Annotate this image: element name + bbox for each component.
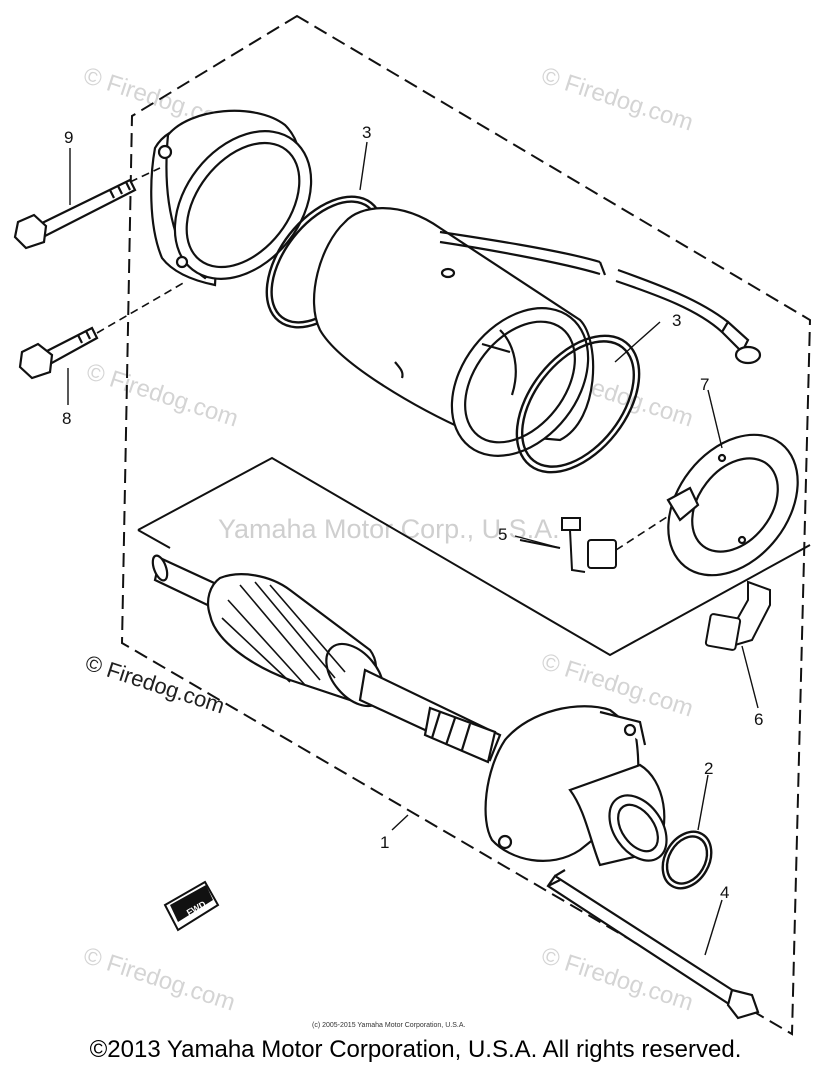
small-copyright: (c) 2005-2015 Yamaha Motor Corporation, … bbox=[312, 1022, 465, 1029]
armature bbox=[151, 554, 502, 764]
callout-labels: 9 8 3 3 7 5 6 2 4 1 bbox=[62, 123, 763, 902]
watermark-center-text: Yamaha Motor Corp., U.S.A. bbox=[218, 514, 560, 544]
bolt-9 bbox=[13, 178, 137, 250]
callout-3-upper: 3 bbox=[362, 123, 371, 142]
callout-leaders bbox=[67, 141, 759, 956]
motor-yoke bbox=[312, 207, 595, 457]
callout-1: 1 bbox=[380, 833, 389, 852]
callout-2: 2 bbox=[704, 759, 713, 778]
callout-6: 6 bbox=[754, 710, 763, 729]
o-ring-small bbox=[661, 830, 713, 890]
callout-5: 5 bbox=[498, 525, 507, 544]
callout-7: 7 bbox=[700, 375, 709, 394]
callout-9: 9 bbox=[64, 128, 73, 147]
rear-cover bbox=[484, 705, 668, 867]
watermark-left-text: © Firedog.com bbox=[82, 650, 227, 718]
brush-clip bbox=[704, 580, 771, 651]
front-cover bbox=[150, 109, 313, 287]
watermark-text: © Firedog.com bbox=[83, 358, 241, 432]
lead-wire bbox=[439, 230, 762, 365]
armature-group-bracket bbox=[137, 456, 811, 657]
footer-copyright: ©2013 Yamaha Motor Corporation, U.S.A. A… bbox=[89, 1036, 742, 1063]
bolt-8 bbox=[18, 326, 99, 380]
brush-holder-plate bbox=[666, 433, 799, 577]
o-ring-lower bbox=[515, 334, 641, 474]
assembly-boundary bbox=[120, 14, 812, 1036]
callout-4: 4 bbox=[720, 883, 729, 902]
fwd-badge: FWD bbox=[163, 880, 220, 932]
callout-3-lower: 3 bbox=[672, 311, 681, 330]
watermark-text: © Firedog.com bbox=[538, 62, 696, 136]
watermark-text: © Firedog.com bbox=[80, 942, 238, 1016]
callout-8: 8 bbox=[62, 409, 71, 428]
through-bolt bbox=[546, 869, 760, 1020]
leader-dashes bbox=[96, 167, 671, 551]
